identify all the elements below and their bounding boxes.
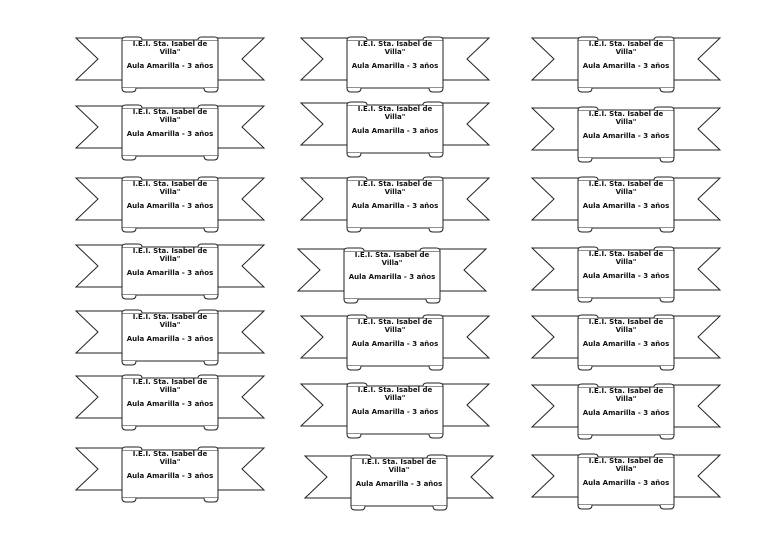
banner-label: I.E.I. Sta. Isabel de Villa" Aula Amarill… [530, 453, 722, 511]
school-name: I.E.I. Sta. Isabel de Villa" [588, 180, 664, 196]
ribbon-banner-icon [74, 36, 266, 93]
classroom-name: Aula Amarilla - 3 años [351, 202, 439, 210]
ribbon-banner-icon [530, 453, 722, 510]
classroom-name: Aula Amarilla - 3 años [582, 409, 670, 417]
banner-label: I.E.I. Sta. Isabel de Villa" Aula Amarill… [74, 176, 266, 234]
school-name: I.E.I. Sta. Isabel de Villa" [354, 251, 430, 267]
banner-label: I.E.I. Sta. Isabel de Villa" Aula Amarill… [296, 247, 488, 305]
ribbon-banner-icon [74, 374, 266, 431]
ribbon-banner-icon [530, 36, 722, 93]
school-name: I.E.I. Sta. Isabel de Villa" [132, 180, 208, 196]
banner-label: I.E.I. Sta. Isabel de Villa" Aula Amarill… [299, 314, 491, 372]
ribbon-banner-icon [74, 176, 266, 233]
school-name: I.E.I. Sta. Isabel de Villa" [588, 318, 664, 334]
banner-label: I.E.I. Sta. Isabel de Villa" Aula Amarill… [303, 454, 495, 512]
classroom-name: Aula Amarilla - 3 años [351, 62, 439, 70]
banner-label: I.E.I. Sta. Isabel de Villa" Aula Amarill… [74, 374, 266, 432]
banner-label: I.E.I. Sta. Isabel de Villa" Aula Amarill… [299, 101, 491, 159]
banner-label: I.E.I. Sta. Isabel de Villa" Aula Amarill… [530, 314, 722, 372]
banner-label: I.E.I. Sta. Isabel de Villa" Aula Amarill… [530, 36, 722, 94]
classroom-name: Aula Amarilla - 3 años [582, 340, 670, 348]
banner-label: I.E.I. Sta. Isabel de Villa" Aula Amarill… [74, 36, 266, 94]
banner-label: I.E.I. Sta. Isabel de Villa" Aula Amarill… [299, 382, 491, 440]
classroom-name: Aula Amarilla - 3 años [126, 130, 214, 138]
school-name: I.E.I. Sta. Isabel de Villa" [588, 40, 664, 56]
school-name: I.E.I. Sta. Isabel de Villa" [132, 450, 208, 466]
ribbon-banner-icon [530, 176, 722, 233]
ribbon-banner-icon [299, 314, 491, 371]
school-name: I.E.I. Sta. Isabel de Villa" [132, 40, 208, 56]
school-name: I.E.I. Sta. Isabel de Villa" [357, 180, 433, 196]
banner-label: I.E.I. Sta. Isabel de Villa" Aula Amarill… [530, 383, 722, 441]
classroom-name: Aula Amarilla - 3 años [126, 202, 214, 210]
banner-label: I.E.I. Sta. Isabel de Villa" Aula Amarill… [74, 309, 266, 367]
classroom-name: Aula Amarilla - 3 años [126, 269, 214, 277]
classroom-name: Aula Amarilla - 3 años [348, 273, 436, 281]
classroom-name: Aula Amarilla - 3 años [351, 408, 439, 416]
banner-label: I.E.I. Sta. Isabel de Villa" Aula Amarill… [74, 446, 266, 504]
banner-label: I.E.I. Sta. Isabel de Villa" Aula Amarill… [530, 176, 722, 234]
classroom-name: Aula Amarilla - 3 años [126, 400, 214, 408]
classroom-name: Aula Amarilla - 3 años [582, 62, 670, 70]
classroom-name: Aula Amarilla - 3 años [582, 272, 670, 280]
classroom-name: Aula Amarilla - 3 años [126, 335, 214, 343]
school-name: I.E.I. Sta. Isabel de Villa" [132, 378, 208, 394]
classroom-name: Aula Amarilla - 3 años [126, 472, 214, 480]
banner-label: I.E.I. Sta. Isabel de Villa" Aula Amarill… [299, 36, 491, 94]
ribbon-banner-icon [530, 106, 722, 163]
banner-label: I.E.I. Sta. Isabel de Villa" Aula Amarill… [74, 243, 266, 301]
ribbon-banner-icon [296, 247, 488, 304]
ribbon-banner-icon [299, 36, 491, 93]
classroom-name: Aula Amarilla - 3 años [126, 62, 214, 70]
school-name: I.E.I. Sta. Isabel de Villa" [357, 386, 433, 402]
school-name: I.E.I. Sta. Isabel de Villa" [132, 247, 208, 263]
banner-label: I.E.I. Sta. Isabel de Villa" Aula Amarill… [299, 176, 491, 234]
school-name: I.E.I. Sta. Isabel de Villa" [357, 40, 433, 56]
ribbon-banner-icon [303, 454, 495, 511]
school-name: I.E.I. Sta. Isabel de Villa" [588, 110, 664, 126]
ribbon-banner-icon [299, 176, 491, 233]
banner-label: I.E.I. Sta. Isabel de Villa" Aula Amarill… [74, 104, 266, 162]
classroom-name: Aula Amarilla - 3 años [582, 202, 670, 210]
ribbon-banner-icon [530, 246, 722, 303]
ribbon-banner-icon [74, 446, 266, 503]
school-name: I.E.I. Sta. Isabel de Villa" [361, 458, 437, 474]
classroom-name: Aula Amarilla - 3 años [582, 132, 670, 140]
classroom-name: Aula Amarilla - 3 años [355, 480, 443, 488]
ribbon-banner-icon [299, 382, 491, 439]
ribbon-banner-icon [530, 314, 722, 371]
ribbon-banner-icon [299, 101, 491, 158]
classroom-name: Aula Amarilla - 3 años [351, 340, 439, 348]
ribbon-banner-icon [74, 243, 266, 300]
ribbon-banner-icon [74, 104, 266, 161]
school-name: I.E.I. Sta. Isabel de Villa" [357, 105, 433, 121]
ribbon-banner-icon [530, 383, 722, 440]
school-name: I.E.I. Sta. Isabel de Villa" [588, 250, 664, 266]
banner-label: I.E.I. Sta. Isabel de Villa" Aula Amarill… [530, 106, 722, 164]
ribbon-banner-icon [74, 309, 266, 366]
classroom-name: Aula Amarilla - 3 años [582, 479, 670, 487]
banner-label: I.E.I. Sta. Isabel de Villa" Aula Amarill… [530, 246, 722, 304]
school-name: I.E.I. Sta. Isabel de Villa" [588, 457, 664, 473]
classroom-name: Aula Amarilla - 3 años [351, 127, 439, 135]
school-name: I.E.I. Sta. Isabel de Villa" [588, 387, 664, 403]
school-name: I.E.I. Sta. Isabel de Villa" [357, 318, 433, 334]
school-name: I.E.I. Sta. Isabel de Villa" [132, 313, 208, 329]
school-name: I.E.I. Sta. Isabel de Villa" [132, 108, 208, 124]
